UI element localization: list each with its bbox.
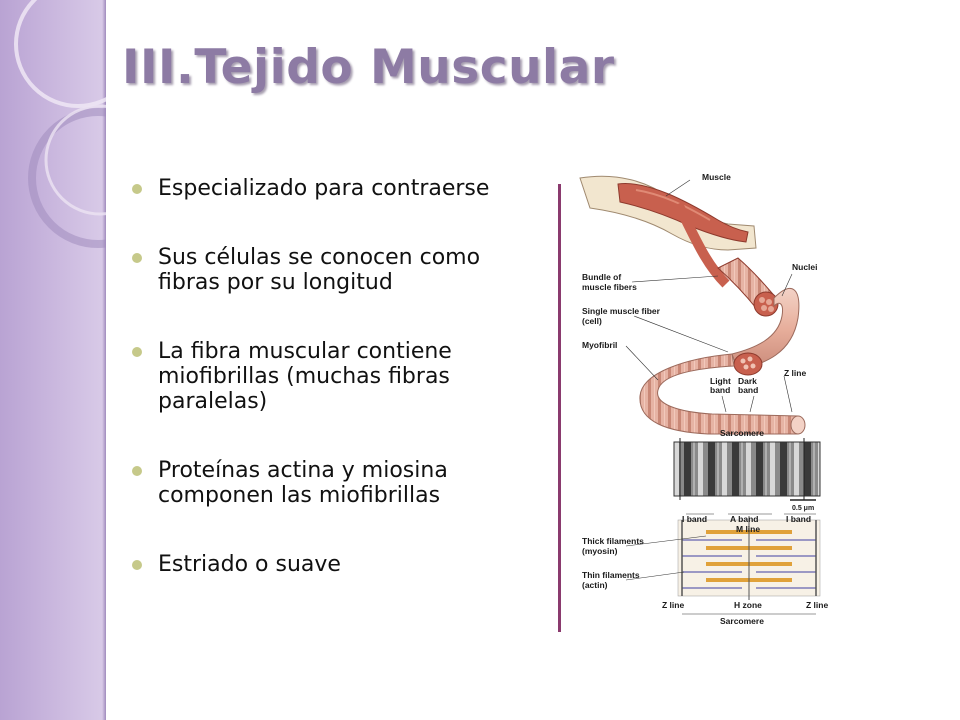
leader-lines [625,179,816,615]
decorative-circles [14,0,106,248]
label-z-line-top: Z line [784,368,806,378]
label-z-line-left: Z line [662,600,684,610]
slide-title: III.Tejido Muscular [122,40,615,95]
label-sarcomere-bottom: Sarcomere [720,616,764,626]
bullet-item: La fibra muscular contiene miofibrillas … [132,339,542,414]
sidebar-edge [102,0,106,720]
arm-illustration [579,175,757,288]
micrograph [673,441,821,497]
label-thin-filaments-line2: (actin) [582,580,608,590]
label-z-line-right: Z line [806,600,828,610]
bullet-list: Especializado para contraerse Sus célula… [132,176,542,577]
muscle-structure-figure: Muscle Nuclei Bundle of muscle fibers Si… [578,168,840,628]
label-single-fiber-line2: (cell) [582,316,602,326]
label-light-band-line2: band [710,385,730,395]
label-sarcomere-top: Sarcomere [720,428,764,438]
bullet-text: Especializado para contraerse [158,176,490,201]
label-dark-band-line2: band [738,385,758,395]
bullet-dot-icon [132,253,142,263]
bullet-dot-icon [132,560,142,570]
label-thick-filaments-line2: (myosin) [582,546,618,556]
label-bundle-line1: Bundle of [582,272,621,282]
bullet-text: Proteínas actina y miosina componen las … [158,458,448,508]
label-dark-band-line1: Dark [738,376,757,386]
label-thick-filaments-line1: Thick filaments [582,536,644,546]
label-thin-filaments-line1: Thin filaments [582,570,640,580]
bullet-text: Sus células se conocen como fibras por s… [158,245,481,295]
sarcomere-diagram [677,516,821,600]
myofibril [639,353,806,435]
label-single-fiber-line1: Single muscle fiber [582,306,661,316]
decorative-sidebar [0,0,106,720]
label-a-band: A band [730,514,759,524]
bullet-dot-icon [132,184,142,194]
bullet-item: Proteínas actina y miosina componen las … [132,458,542,508]
bullet-item: Especializado para contraerse [132,176,542,201]
label-myofibril: Myofibril [582,340,617,350]
muscle-diagram: Muscle Nuclei Bundle of muscle fibers Si… [579,172,828,626]
bullet-item: Estriado o suave [132,552,542,577]
bullet-text: Estriado o suave [158,552,341,577]
label-nuclei: Nuclei [792,262,818,272]
label-i-band-right: I band [786,514,811,524]
bullet-dot-icon [132,347,142,357]
bullet-text: La fibra muscular contiene miofibrillas … [158,339,452,414]
label-muscle: Muscle [702,172,731,182]
label-h-zone: H zone [734,600,762,610]
label-bundle-line2: muscle fibers [582,282,637,292]
label-scale: 0.5 μm [792,505,814,512]
fiber-bundle [717,257,779,317]
vertical-divider [558,184,561,632]
label-i-band-left: I band [682,514,707,524]
bullet-item: Sus células se conocen como fibras por s… [132,245,542,295]
label-m-line: M line [736,524,760,534]
label-light-band-line1: Light [710,376,731,386]
single-fiber [731,288,800,376]
bullet-dot-icon [132,466,142,476]
